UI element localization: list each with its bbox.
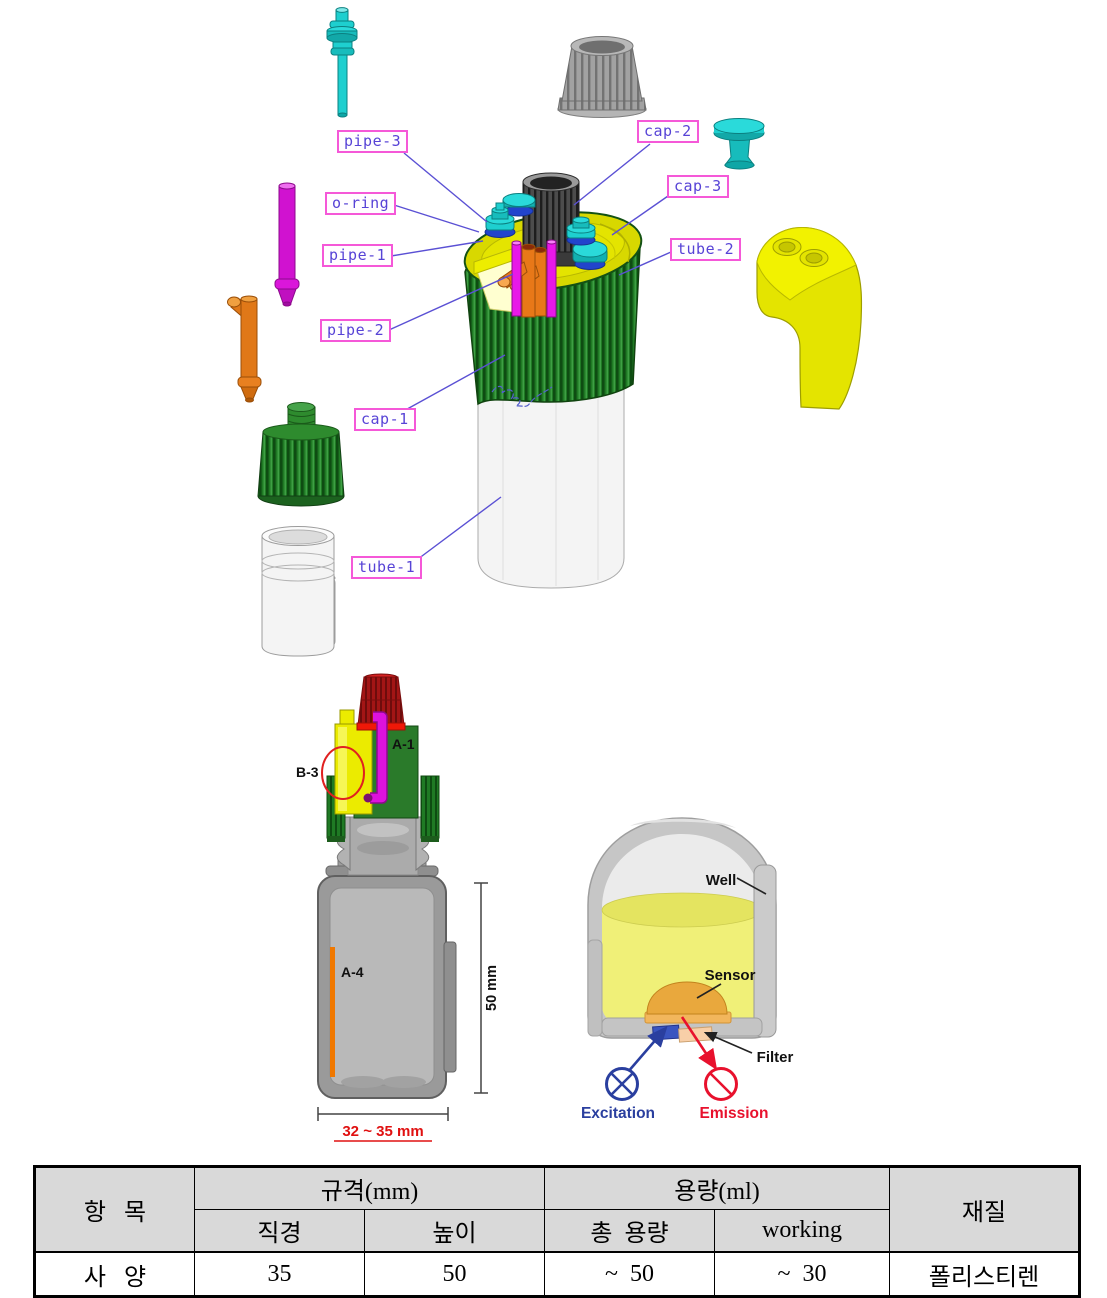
- spec-table: 항 목 규격(mm) 용량(ml) 재질 직경 높이 총 용량 working …: [33, 1165, 1081, 1298]
- excitation-source-icon: [605, 1067, 639, 1101]
- excitation-label: Excitation: [581, 1105, 655, 1122]
- cell-item: 사 양: [34, 1251, 195, 1297]
- emission-label: Emission: [700, 1105, 769, 1122]
- green-cap-part: [257, 402, 345, 507]
- label-cap-1: cap-1: [354, 408, 416, 431]
- exploded-view-figure: [227, 7, 863, 657]
- callout-b3: B-3: [296, 764, 319, 780]
- height-dimension-text: 50 mm: [484, 965, 500, 1011]
- cell-diameter: 35: [194, 1251, 365, 1297]
- well-right-wall: [753, 864, 777, 1038]
- leader-pipe1: [390, 240, 484, 257]
- filter-leader: [703, 1032, 753, 1054]
- leader-lines: [388, 143, 672, 563]
- col-header-spec-mm: 규격(mm): [194, 1166, 545, 1210]
- leader-cap1: [399, 354, 506, 414]
- magenta-pipe-part: [274, 182, 300, 307]
- leader-oring: [393, 204, 480, 233]
- label-pipe-1: pipe-1: [322, 244, 394, 267]
- col-header-working: working: [714, 1209, 890, 1253]
- a4-orange-strip: [330, 947, 335, 1077]
- tube-2-part: [756, 226, 863, 410]
- cross-section-figure: A-1 B-3 A-4 50 mm 32 ~ 35 mm: [296, 673, 500, 1142]
- pipe-3-part: [326, 7, 358, 118]
- leader-cap2: [573, 143, 651, 206]
- diameter-dimension-text: 32 ~ 35 mm: [342, 1123, 423, 1140]
- sensor-label: Sensor: [705, 967, 756, 984]
- label-cap-3: cap-3: [667, 175, 729, 198]
- b3-highlight-circle: [321, 746, 365, 800]
- label-tube-1: tube-1: [351, 556, 423, 579]
- col-header-total: 총 용량: [544, 1209, 715, 1253]
- emission-detector-icon: [704, 1067, 738, 1101]
- label-o-ring: o-ring: [325, 192, 397, 215]
- col-header-capacity-ml: 용량(ml): [544, 1166, 890, 1210]
- cap-2-part: [557, 36, 647, 118]
- section-threads: [336, 816, 430, 876]
- main-assembly: [463, 172, 643, 589]
- sensor-leader: [696, 983, 722, 999]
- leader-tube1: [413, 496, 502, 563]
- section-bottle: [317, 859, 457, 1099]
- leader-tube2: [618, 251, 672, 276]
- cell-height: 50: [364, 1251, 545, 1297]
- callout-a4: A-4: [341, 964, 364, 980]
- col-header-material: 재질: [889, 1166, 1080, 1253]
- filter-label: Filter: [757, 1049, 794, 1066]
- height-dimension: [474, 882, 488, 1094]
- label-pipe-2: pipe-2: [320, 319, 392, 342]
- well-label: Well: [706, 872, 737, 889]
- cell-working: ~ 30: [714, 1251, 890, 1297]
- label-cap-2: cap-2: [637, 120, 699, 143]
- cell-material: 폴리스티렌: [889, 1251, 1080, 1297]
- cell-total: ~ 50: [544, 1251, 715, 1297]
- well-left-wall: [587, 939, 603, 1037]
- callout-a1: A-1: [392, 736, 415, 752]
- leader-pipe3: [403, 152, 488, 223]
- section-magenta-pipe: [363, 711, 388, 804]
- leader-pipe2: [388, 273, 514, 331]
- sensor-spot: [644, 981, 732, 1024]
- emission-beam: [680, 1016, 718, 1071]
- label-pipe-3: pipe-3: [337, 130, 409, 153]
- sensor-diagram-figure: Well Sensor Filter Excitation Emission: [581, 817, 794, 1122]
- small-tube-part: [261, 526, 336, 657]
- col-header-height: 높이: [364, 1209, 545, 1253]
- leader-cap3: [611, 195, 669, 236]
- cap-3-part: [713, 118, 765, 170]
- orange-pipe-part: [227, 295, 262, 403]
- col-header-diameter: 직경: [194, 1209, 365, 1253]
- cap1-scribble: [491, 385, 553, 407]
- col-header-item: 항 목: [34, 1166, 195, 1253]
- label-tube-2: tube-2: [670, 238, 742, 261]
- well-leader: [736, 877, 767, 895]
- diameter-dimension: [317, 1107, 449, 1121]
- excitation-beam: [626, 1026, 668, 1074]
- well-liquid: [601, 892, 763, 1022]
- table-row: 사 양 35 50 ~ 50 ~ 30 폴리스티렌: [34, 1251, 1080, 1297]
